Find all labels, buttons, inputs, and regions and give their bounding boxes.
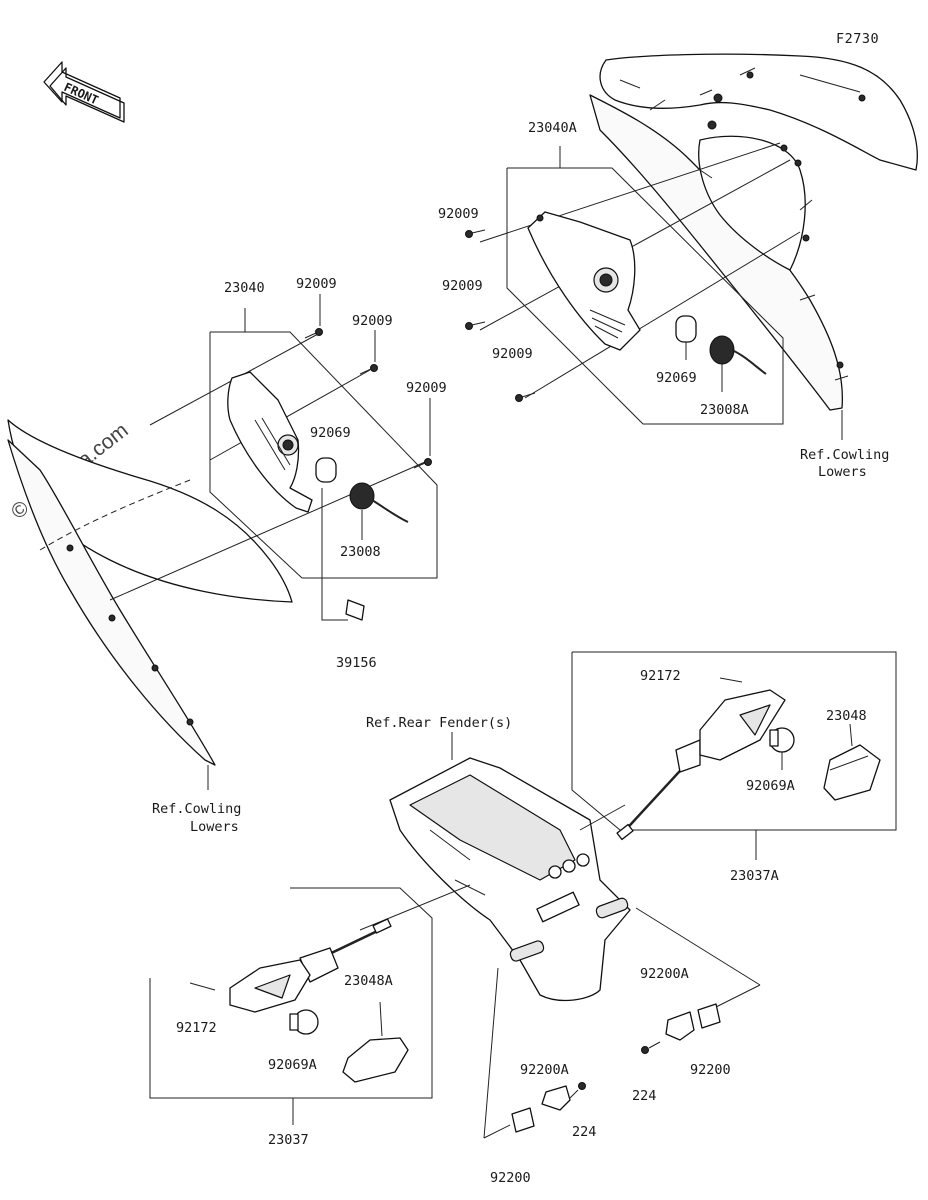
label-92069A-right: 92069A — [746, 778, 795, 794]
label-23048A: 23048A — [344, 973, 393, 989]
diagram-code: F2730 — [836, 31, 879, 47]
label-ref-cowling-left-2: Lowers — [190, 819, 239, 835]
label-ref-rear-fender: Ref.Rear Fender(s) — [366, 715, 512, 731]
label-23037A: 23037A — [730, 868, 779, 884]
lens-23048 — [823, 744, 881, 801]
socket-23008A — [709, 335, 767, 392]
screw-224-right — [641, 1041, 661, 1054]
screw-92009-e — [359, 364, 378, 375]
right-cowling-illustration — [589, 53, 918, 411]
label-92069-left: 92069 — [310, 425, 351, 441]
rear-right-signal — [616, 677, 786, 841]
screw-92009-c — [515, 392, 536, 402]
label-23040A: 23040A — [528, 120, 577, 136]
bulb-92069-right — [675, 315, 697, 360]
label-ref-cowling-right-2: Lowers — [818, 464, 867, 480]
front-arrow-icon: FRONT — [43, 61, 125, 123]
label-92009-2: 92009 — [442, 278, 483, 294]
label-39156: 39156 — [336, 655, 377, 671]
bracket-92200A-right — [665, 1011, 695, 1041]
label-92200-right: 92200 — [690, 1062, 731, 1078]
bulb-92069A-right — [769, 727, 795, 753]
label-23048: 23048 — [826, 708, 867, 724]
label-92009-6: 92009 — [406, 380, 447, 396]
screw-92009-a — [465, 229, 486, 238]
label-ref-cowling-right-1: Ref.Cowling — [800, 447, 889, 463]
label-23037: 23037 — [268, 1132, 309, 1148]
assembly-23037-leader — [149, 884, 471, 1125]
rear-fender-illustration — [389, 757, 631, 1002]
screw-92009-d — [304, 328, 323, 339]
label-ref-cowling-left-1: Ref.Cowling — [152, 801, 241, 817]
label-92009-5: 92009 — [352, 313, 393, 329]
screw-92009-b — [465, 321, 486, 330]
label-92200A-right: 92200A — [640, 966, 689, 982]
plate-92200-bottom — [511, 1107, 535, 1133]
bulb-92069A-left — [289, 1009, 319, 1035]
front-right-signal-housing — [527, 211, 641, 351]
bulb-92069-left — [315, 457, 337, 483]
left-cowling-illustration — [7, 419, 293, 766]
label-92009-1: 92009 — [438, 206, 479, 222]
label-92200A-bottom: 92200A — [520, 1062, 569, 1078]
label-23008A: 23008A — [700, 402, 749, 418]
lens-23048A — [342, 1037, 409, 1083]
label-23008: 23008 — [340, 544, 381, 560]
screw-92009-f — [413, 458, 432, 469]
screw-224-bottom — [569, 1082, 586, 1099]
label-224-right: 224 — [632, 1088, 656, 1104]
label-92200-bottom: 92200 — [490, 1170, 531, 1186]
label-92172-left: 92172 — [176, 1020, 217, 1036]
socket-23008 — [349, 482, 409, 540]
label-92172-right: 92172 — [640, 668, 681, 684]
label-92069-right: 92069 — [656, 370, 697, 386]
label-92009-3: 92009 — [492, 346, 533, 362]
plate-92200-right — [697, 1003, 721, 1029]
part-39156 — [321, 488, 365, 621]
label-92009-4: 92009 — [296, 276, 337, 292]
plate-leaders — [483, 907, 761, 1139]
bracket-92200A-bottom — [541, 1085, 571, 1111]
label-23040: 23040 — [224, 280, 265, 296]
label-92069A-left: 92069A — [268, 1057, 317, 1073]
front-left-signal-housing — [227, 371, 313, 513]
rear-left-signal — [189, 918, 392, 1013]
label-224-bottom: 224 — [572, 1124, 596, 1140]
assembly-23037A-leader — [571, 651, 897, 860]
